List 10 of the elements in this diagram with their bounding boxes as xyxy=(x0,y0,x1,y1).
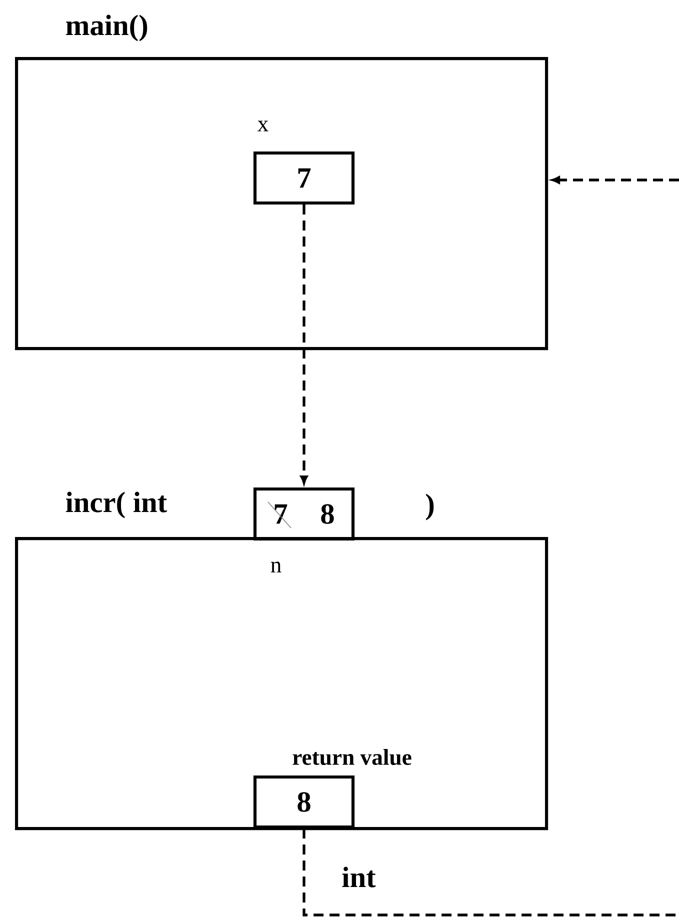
function-heading: ) xyxy=(426,494,434,520)
value-box: 8 xyxy=(253,775,355,829)
value-box: 7 8 xyxy=(253,487,355,541)
edge-label: int xyxy=(340,865,378,889)
function-heading: main() xyxy=(66,14,148,42)
variable-label: x xyxy=(258,120,268,132)
variable-label: n xyxy=(270,562,282,572)
function-heading: incr( int xyxy=(66,492,167,518)
value-box: 7 xyxy=(253,151,355,205)
variable-label: return value xyxy=(292,749,412,765)
